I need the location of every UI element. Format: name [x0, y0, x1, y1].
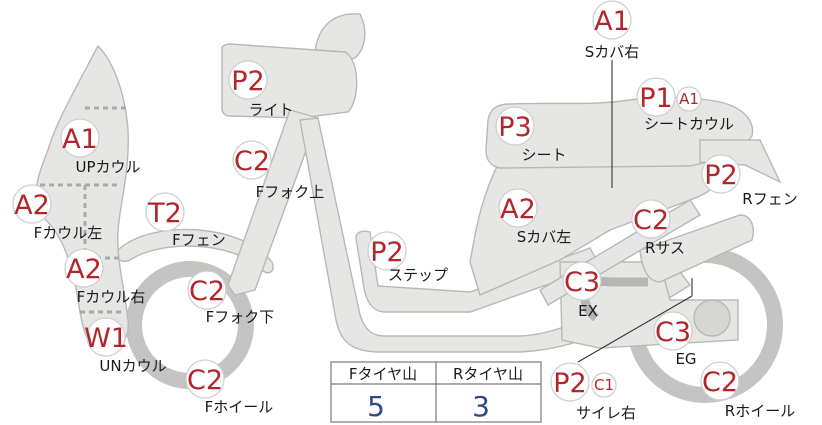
floor-frame-shape	[299, 117, 692, 353]
grade-seat-cowl-extra: A1	[679, 90, 699, 108]
callout-s-cover-right: A1 Sカバ右	[585, 0, 640, 61]
tail-shape	[699, 139, 782, 184]
callout-light: P2 ライト	[228, 60, 294, 119]
grade-s-cover-right: A1	[594, 6, 630, 37]
front-tread-value: 5	[367, 390, 385, 423]
label-f-cowl-right: Fカウル右	[77, 288, 146, 306]
callout-up-cowl: A1 UPカウル	[60, 118, 141, 176]
grade-f-fender: T2	[147, 198, 182, 229]
label-r-suspension: Rサス	[645, 239, 685, 257]
grade-r-suspension: C2	[633, 205, 669, 236]
callout-under-cowl: W1 UNカウル	[84, 317, 167, 375]
grade-muffler-right-extra: C1	[594, 376, 614, 394]
rear-suspension-shape	[639, 214, 754, 283]
label-s-cover-right: Sカバ右	[585, 43, 640, 61]
label-seat: シート	[521, 146, 566, 164]
callout-engine: C3 EG	[653, 311, 697, 368]
label-step: ステップ	[388, 266, 448, 284]
label-seat-cowl: シートカウル	[644, 115, 734, 133]
leader-lines	[577, 60, 693, 363]
callout-r-suspension: C2 Rサス	[631, 199, 685, 257]
grade-f-cowl-left: A2	[14, 190, 50, 221]
callout-f-cowl-right: A2 Fカウル右	[64, 248, 146, 306]
grade-step: P2	[370, 237, 403, 268]
callout-seat: P3 シート	[495, 106, 567, 164]
seat-shape	[485, 96, 754, 169]
callout-muffler-right: P2 C1 サイレ右	[550, 362, 636, 422]
grade-exhaust: C3	[564, 267, 600, 298]
label-r-fender: Rフェン	[742, 190, 797, 208]
callout-r-fender: P2 Rフェン	[701, 154, 798, 208]
callout-f-wheel: C2 Fホイール	[185, 359, 274, 416]
label-light: ライト	[248, 101, 293, 119]
grade-light: P2	[231, 66, 264, 97]
grade-up-cowl: A1	[62, 124, 98, 155]
callout-exhaust: C3 EX	[562, 261, 602, 320]
callout-fork-lower: C2 Fフォク下	[187, 270, 275, 326]
label-fork-upper: Fフォク上	[256, 183, 325, 201]
grade-seat: P3	[498, 112, 531, 143]
grade-f-cowl-right: A2	[66, 254, 102, 285]
rear-tread-value: 3	[472, 390, 490, 423]
label-engine: EG	[675, 350, 696, 368]
grade-muffler-right: P2	[553, 368, 586, 399]
grade-r-wheel: C2	[702, 367, 738, 398]
callout-f-cowl-left: A2 Fカウル左	[12, 184, 103, 242]
callout-s-cover-left: A2 Sカバ左	[498, 188, 572, 246]
grade-fork-lower: C2	[189, 276, 225, 307]
tire-tread-table: Fタイヤ山 Rタイヤ山 5 3	[330, 361, 542, 423]
label-r-wheel: Rホイール	[725, 402, 795, 420]
label-s-cover-left: Sカバ左	[517, 228, 572, 246]
grade-s-cover-left: A2	[500, 194, 536, 225]
callout-step: P2 ステップ	[367, 231, 448, 284]
label-muffler-right: サイレ右	[576, 404, 636, 422]
label-f-fender: Fフェン	[172, 231, 226, 249]
label-f-wheel: Fホイール	[205, 398, 274, 416]
fork-shape	[227, 109, 319, 296]
label-fork-lower: Fフォク下	[206, 308, 275, 326]
callout-f-fender: T2 Fフェン	[145, 192, 226, 249]
callout-seat-cowl: P1 A1 シートカウル	[636, 77, 734, 133]
callout-fork-upper: C2 Fフォク上	[232, 140, 325, 201]
grade-f-wheel: C2	[187, 365, 223, 396]
grade-under-cowl: W1	[84, 323, 128, 354]
callout-r-wheel: C2 Rホイール	[700, 361, 795, 420]
grade-seat-cowl: P1	[639, 83, 672, 114]
label-up-cowl: UPカウル	[75, 158, 140, 176]
rear-tread-header: Rタイヤ山	[453, 365, 523, 383]
front-tread-header: Fタイヤ山	[349, 365, 417, 383]
grade-engine: C3	[655, 317, 691, 348]
grade-r-fender: P2	[704, 160, 737, 191]
label-under-cowl: UNカウル	[99, 357, 166, 375]
grade-fork-upper: C2	[234, 146, 270, 177]
label-exhaust: EX	[578, 302, 598, 320]
label-f-cowl-left: Fカウル左	[34, 224, 103, 242]
